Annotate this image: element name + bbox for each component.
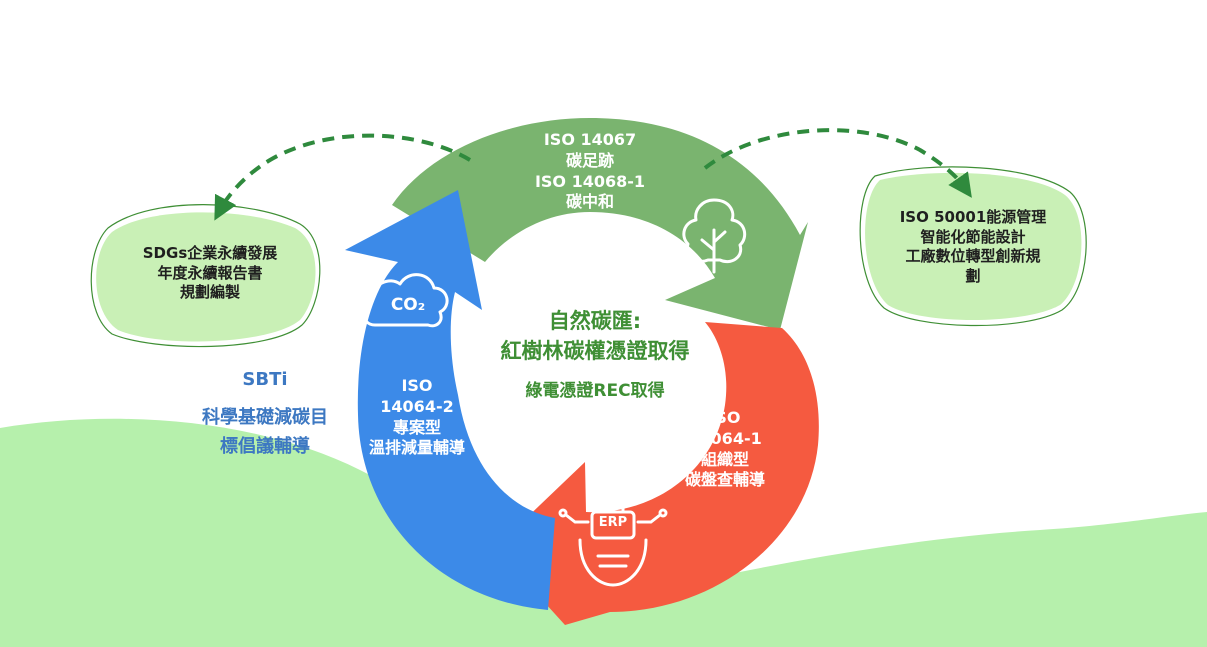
right-bubble xyxy=(865,172,1082,320)
co2-label: CO₂ xyxy=(390,295,426,315)
right-bubble-line-2: 智能化節能設計 xyxy=(920,227,1026,246)
left-bubble-line-3: 規劃編製 xyxy=(179,283,240,301)
blue-cycle-arrow xyxy=(345,190,555,610)
left-arrow-text: ISO 14064-2 專案型 溫排減量輔導 xyxy=(352,376,482,459)
erp-gear-icon xyxy=(558,492,668,587)
left-bubble-line-2: 年度永續報告書 xyxy=(157,263,263,282)
tree-icon xyxy=(682,198,747,274)
top-line-3: ISO 14068-1 xyxy=(534,171,646,191)
co2-cloud-icon xyxy=(361,273,449,328)
right-arrow-text: ISO 14064-1 組織型 碳盤查輔導 xyxy=(660,408,790,491)
right-bubble-text: ISO 50001能源管理 智能化節能設計 工廠數位轉型創新規 劃 xyxy=(868,208,1078,286)
sbti-description: 科學基礎減碳目 標倡議輔導 xyxy=(185,404,345,462)
right-line-4: 碳盤查輔導 xyxy=(684,470,765,490)
left-line-1: ISO xyxy=(401,376,433,395)
center-title: 自然碳匯: 紅樹林碳權憑證取得 xyxy=(470,306,720,367)
right-line-2: 14064-1 xyxy=(688,428,762,448)
sbti-title: SBTi xyxy=(242,369,288,390)
dashed-arrow-right xyxy=(703,128,972,198)
left-bubble-text: SDGs企業永續發展 年度永續報告書 規劃編製 xyxy=(110,244,310,303)
background-hill-right xyxy=(520,512,1207,647)
right-line-3: 組織型 xyxy=(700,449,749,469)
background-hill-left xyxy=(0,418,600,647)
dashed-arrow-left xyxy=(214,133,472,221)
center-line-2: 紅樹林碳權憑證取得 xyxy=(500,339,690,364)
top-arrow-text: ISO 14067 碳足跡 ISO 14068-1 碳中和 xyxy=(500,130,680,213)
top-line-2: 碳足跡 xyxy=(565,150,614,170)
right-bubble-line-1: ISO 50001能源管理 xyxy=(899,208,1047,226)
top-line-1: ISO 14067 xyxy=(543,130,637,149)
left-bubble xyxy=(96,212,316,342)
green-cycle-arrow xyxy=(392,118,808,330)
top-line-4: 碳中和 xyxy=(565,192,614,212)
center-subtitle: 綠電憑證REC取得 xyxy=(525,381,665,401)
sbti-line-1: 科學基礎減碳目 xyxy=(202,407,328,428)
erp-label: ERP xyxy=(598,515,628,530)
right-line-1: ISO xyxy=(709,408,741,427)
left-line-3: 專案型 xyxy=(392,417,441,437)
right-bubble-outline xyxy=(859,166,1087,327)
center-line-1: 自然碳匯: xyxy=(548,309,642,333)
right-bubble-line-4: 劃 xyxy=(965,266,981,285)
sbti-line-2: 標倡議輔導 xyxy=(220,435,310,457)
left-bubble-line-1: SDGs企業永續發展 xyxy=(142,244,278,262)
red-cycle-arrow xyxy=(495,322,819,625)
left-line-2: 14064-2 xyxy=(380,396,454,416)
left-line-4: 溫排減量輔導 xyxy=(368,438,465,458)
right-bubble-line-3: 工廠數位轉型創新規 xyxy=(905,247,1041,265)
